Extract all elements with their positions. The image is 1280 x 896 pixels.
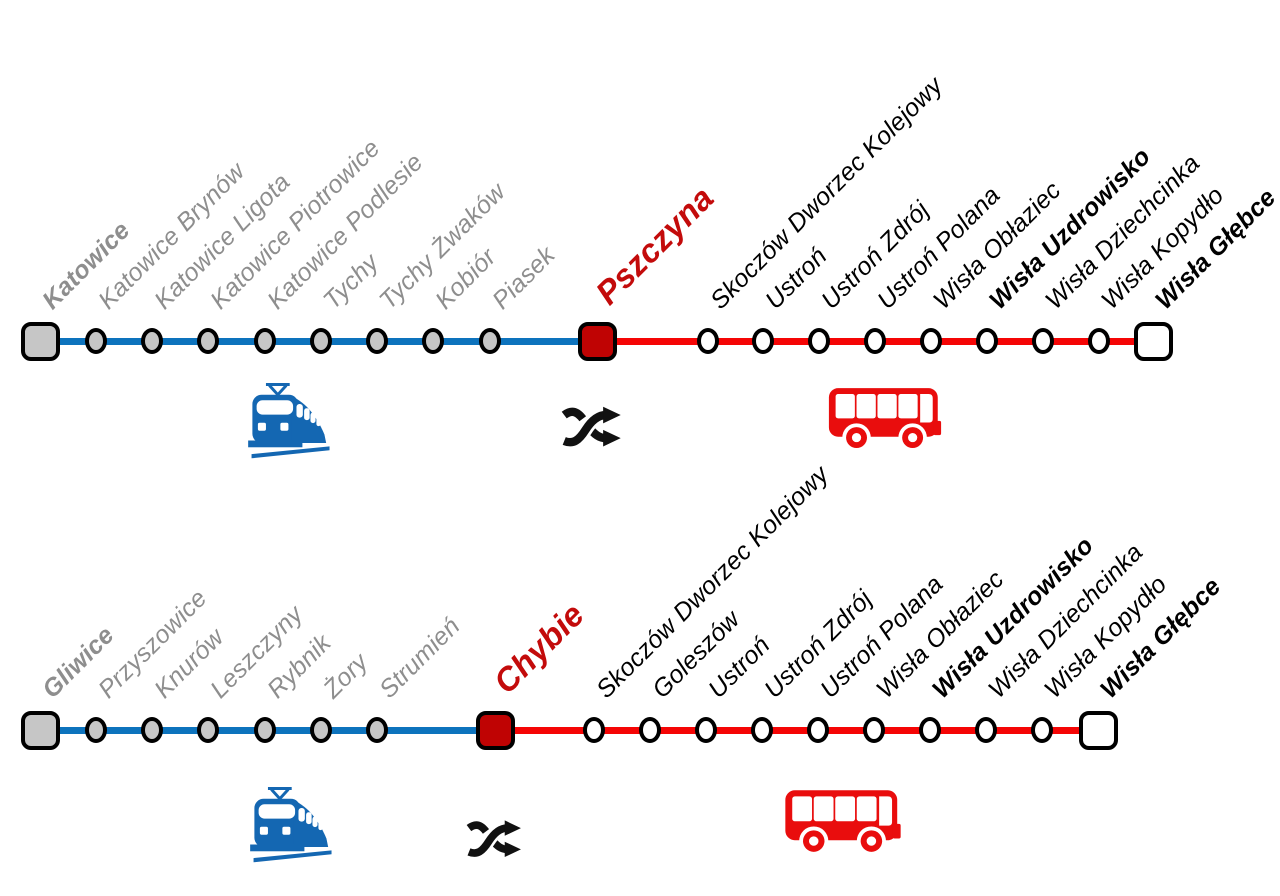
station-label: Piasek xyxy=(486,240,561,315)
station-marker xyxy=(1088,328,1110,354)
train-icon xyxy=(242,786,338,864)
transfer-arrows-icon xyxy=(561,403,623,453)
station-label: Strumień xyxy=(373,612,466,704)
station-marker xyxy=(1032,328,1054,354)
hub-station-marker xyxy=(476,711,515,750)
station-marker xyxy=(863,717,885,743)
station-marker xyxy=(366,717,388,743)
station-marker xyxy=(310,717,332,743)
station-marker xyxy=(919,717,941,743)
station-marker xyxy=(141,717,163,743)
station-marker xyxy=(976,328,998,354)
station-marker xyxy=(85,717,107,743)
station-marker xyxy=(141,328,163,354)
terminal-station-marker xyxy=(21,322,60,361)
station-marker xyxy=(366,328,388,354)
hub-station-marker xyxy=(578,322,617,361)
end-terminal-marker xyxy=(1079,711,1118,750)
station-marker xyxy=(197,328,219,354)
station-marker xyxy=(254,717,276,743)
bus-icon xyxy=(777,786,909,860)
transfer-arrows-icon xyxy=(466,817,523,863)
station-marker xyxy=(752,328,774,354)
bus-track xyxy=(495,727,1098,734)
station-marker xyxy=(808,328,830,354)
station-marker xyxy=(697,328,719,354)
station-marker xyxy=(920,328,942,354)
station-marker xyxy=(583,717,605,743)
station-marker xyxy=(1031,717,1053,743)
hub-station-label: Chybie xyxy=(486,595,592,701)
station-marker xyxy=(310,328,332,354)
station-marker xyxy=(751,717,773,743)
station-marker xyxy=(807,717,829,743)
terminal-station-marker xyxy=(21,711,60,750)
station-marker xyxy=(197,717,219,743)
hub-station-label: Pszczyna xyxy=(588,179,721,312)
station-marker xyxy=(975,717,997,743)
station-marker xyxy=(422,328,444,354)
station-marker xyxy=(695,717,717,743)
station-marker xyxy=(479,328,501,354)
station-marker xyxy=(85,328,107,354)
end-terminal-marker xyxy=(1134,322,1173,361)
station-marker xyxy=(254,328,276,354)
station-marker xyxy=(639,717,661,743)
station-marker xyxy=(864,328,886,354)
train-icon xyxy=(240,382,336,460)
bus-icon xyxy=(820,384,950,456)
